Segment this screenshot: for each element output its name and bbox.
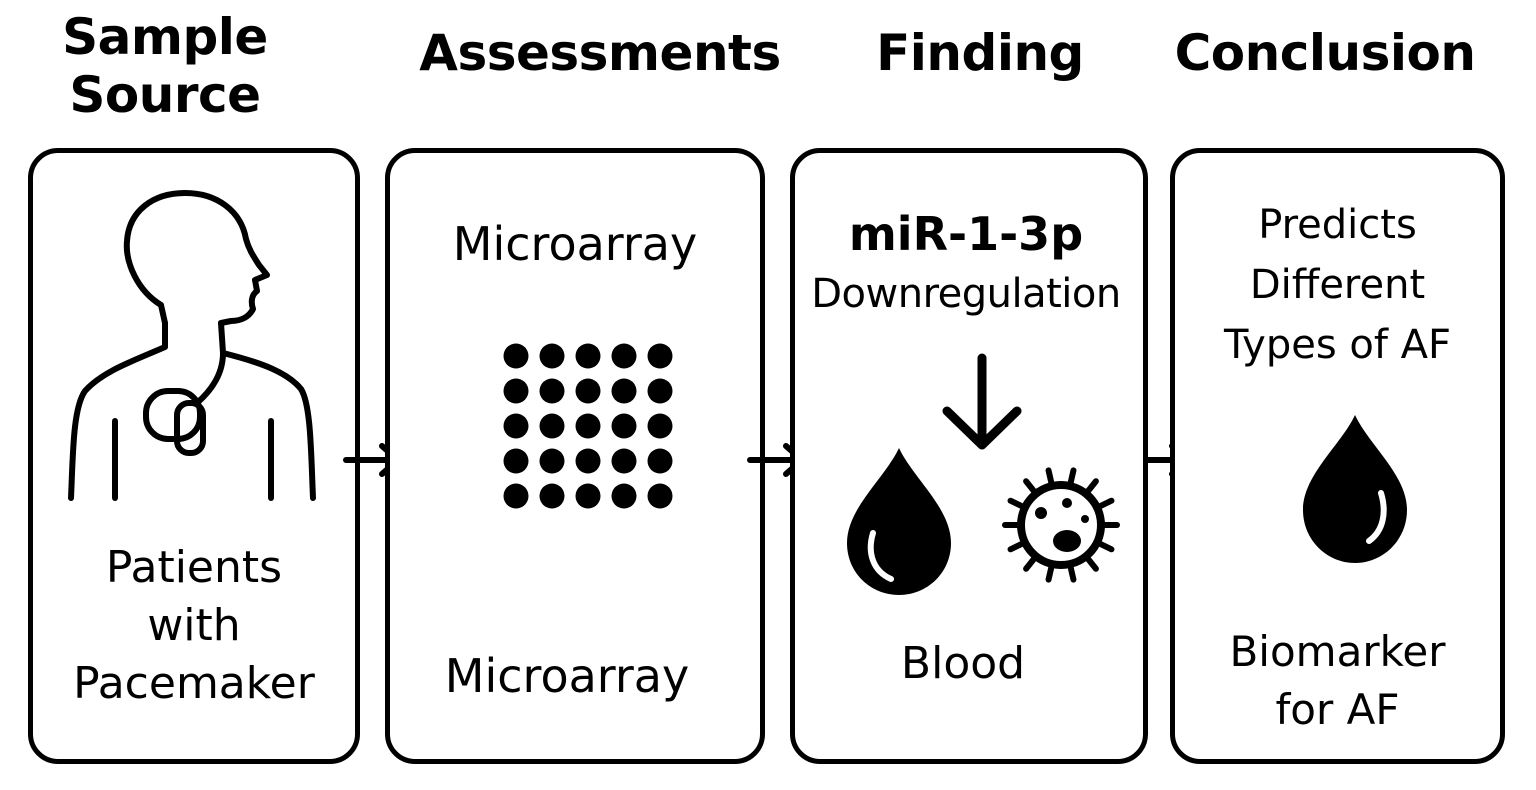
microarray-dot: [611, 448, 637, 474]
panel-finding: miR-1-3p Downregulation Blood: [790, 148, 1148, 764]
blood-drop-icon: [1303, 415, 1407, 563]
microarray-dot: [575, 413, 601, 439]
microarray-dot: [539, 343, 565, 369]
label-mir-1-3p: miR-1-3p: [848, 207, 1084, 261]
blood-drop-icon: [847, 448, 951, 595]
blood-cell-icon: [1002, 467, 1120, 583]
person-with-pacemaker-icon: [68, 190, 316, 501]
heading-finding: Finding: [876, 24, 1084, 82]
label-blood: Blood: [900, 638, 1026, 689]
microarray-dot: [647, 378, 673, 404]
microarray-dot: [611, 343, 637, 369]
microarray-dot: [503, 413, 529, 439]
microarray-dot: [647, 413, 673, 439]
microarray-dot: [539, 448, 565, 474]
microarray-dot: [611, 483, 637, 509]
label-biomarker-for-af: Biomarker for AF: [1229, 627, 1446, 734]
microarray-grid-icon: [503, 343, 673, 509]
microarray-dot: [647, 343, 673, 369]
microarray-dot: [503, 378, 529, 404]
heading-conclusion: Conclusion: [1174, 24, 1476, 82]
panel-sample-source: Patients with Pacemaker: [28, 148, 360, 764]
microarray-dot: [611, 378, 637, 404]
panel-conclusion: Predicts Different Types of AF Biomarker…: [1170, 148, 1505, 764]
label-microarray-top: Microarray: [452, 217, 698, 271]
microarray-dot: [503, 448, 529, 474]
microarray-dot: [539, 483, 565, 509]
microarray-dot: [539, 413, 565, 439]
microarray-dot: [575, 378, 601, 404]
microarray-dot: [503, 483, 529, 509]
microarray-dot: [575, 448, 601, 474]
heading-sample-source: Sample Source: [62, 8, 268, 124]
down-arrow-icon: [942, 353, 1022, 450]
heading-assessments: Assessments: [419, 24, 781, 82]
finding-icons: [847, 353, 1120, 595]
label-downregulation: Downregulation: [811, 271, 1121, 317]
microarray-dot: [575, 483, 601, 509]
label-patients-with-pacemaker: Patients with Pacemaker: [73, 542, 315, 709]
label-microarray-bottom: Microarray: [444, 649, 690, 703]
microarray-dot: [647, 448, 673, 474]
microarray-dot: [647, 483, 673, 509]
label-predicts-different-types: Predicts Different Types of AF: [1223, 202, 1452, 368]
panel-assessments: Microarray Microarray: [385, 148, 765, 764]
microarray-dot: [575, 343, 601, 369]
microarray-dot: [539, 378, 565, 404]
microarray-dot: [503, 343, 529, 369]
microarray-dot: [611, 413, 637, 439]
